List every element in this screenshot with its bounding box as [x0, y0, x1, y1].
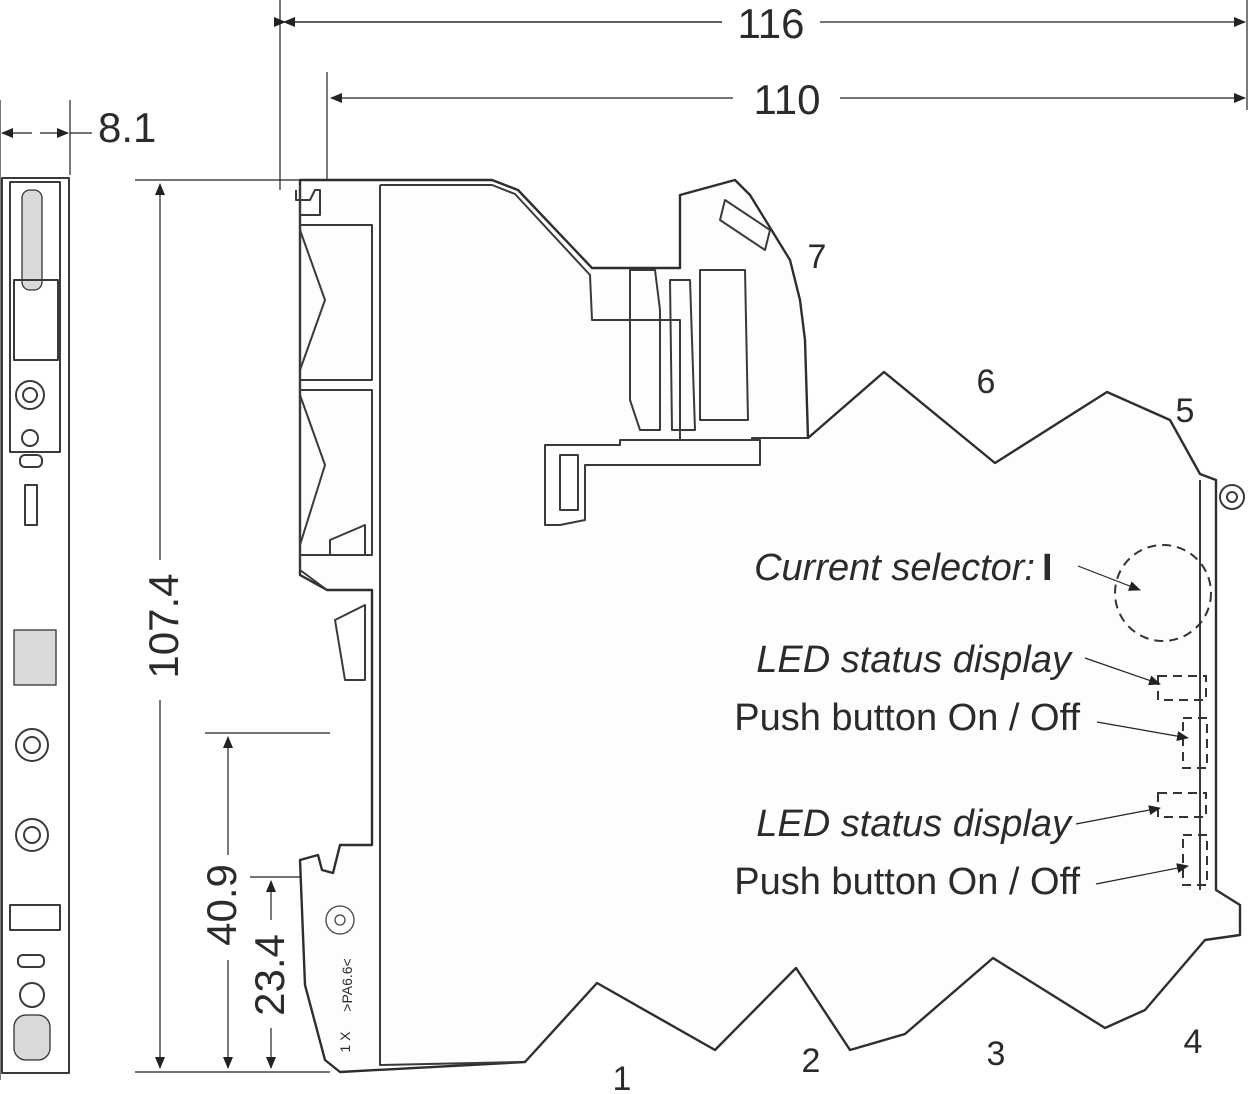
- push-button-label-1: Push button On / Off: [734, 697, 1080, 739]
- material-marking: >PA6.6<: [339, 958, 355, 1011]
- clip-markings: >PA6.6< 1 X: [325, 905, 355, 1053]
- current-selector-dial: [1114, 544, 1212, 642]
- terminal-1-label: 1: [613, 1060, 632, 1094]
- housing: [295, 178, 1245, 1074]
- dimension-overall-width: 116: [738, 0, 805, 47]
- led-status-label-2: LED status display: [756, 803, 1073, 845]
- terminal-6-label: 6: [977, 363, 996, 401]
- push-button-2: [1182, 834, 1208, 886]
- dimension-clip-height: 23.4: [246, 934, 293, 1016]
- led-status-display-2: [1157, 792, 1207, 818]
- led-status-display-1: [1157, 675, 1207, 701]
- mark-codes: 1 X: [337, 1031, 353, 1053]
- terminal-7-label: 7: [808, 238, 827, 276]
- terminal-3-label: 3: [987, 1035, 1006, 1073]
- push-button-label-2: Push button On / Off: [734, 861, 1080, 903]
- dimension-body-width: 110: [754, 76, 821, 123]
- current-selector-label: Current selector:: [754, 547, 1035, 589]
- callout-leaders: [1075, 565, 1189, 885]
- dimension-rail-height: 40.9: [198, 864, 245, 946]
- led-status-label-1: LED status display: [756, 639, 1073, 681]
- dimension-height: 107.4: [140, 573, 187, 678]
- terminal-4-label: 4: [1184, 1023, 1203, 1061]
- push-button-1: [1182, 717, 1208, 769]
- dimension-side-width: 8.1: [98, 104, 156, 151]
- recycle-symbol-icon: [325, 905, 355, 935]
- terminal-5-label: 5: [1176, 392, 1195, 430]
- side-view: [1, 177, 70, 1074]
- current-selector-value: I: [1042, 547, 1053, 589]
- terminal-2-label: 2: [802, 1042, 821, 1080]
